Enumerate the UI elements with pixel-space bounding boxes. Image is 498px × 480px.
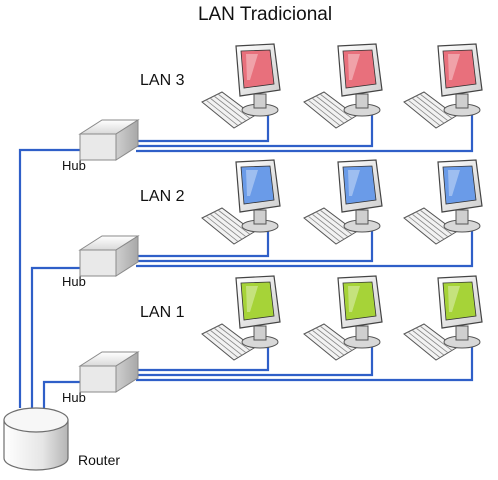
screen xyxy=(442,165,477,205)
diagram-title: LAN Tradicional xyxy=(197,4,333,25)
keyboard-icon xyxy=(303,207,357,245)
monitor-icon xyxy=(337,43,383,117)
screen xyxy=(342,281,377,321)
monitor-icon xyxy=(437,159,483,233)
monitor-icon xyxy=(337,275,383,349)
monitor-icon xyxy=(235,275,281,349)
keyboard-icon xyxy=(303,323,357,361)
computers xyxy=(201,43,483,361)
network-cables xyxy=(18,112,474,408)
cable-hub2-pc3 xyxy=(136,228,474,268)
computer-icon xyxy=(201,43,281,129)
keyboard-icon xyxy=(303,91,357,129)
cable-hub3-pc2 xyxy=(136,112,374,148)
hub-lan3 xyxy=(78,119,140,161)
monitor-icon xyxy=(437,275,483,349)
cable-hub3-pc1 xyxy=(136,112,270,143)
computer-icon xyxy=(403,275,483,361)
monitor-icon xyxy=(337,159,383,233)
keyboard-icon xyxy=(403,91,457,129)
screen xyxy=(240,49,275,89)
computer-icon xyxy=(303,275,383,361)
cable-hub2-pc2 xyxy=(136,228,374,263)
cable-hub1-pc2 xyxy=(136,343,374,377)
computer-icon xyxy=(201,159,281,245)
screen xyxy=(240,281,275,321)
cable-hub2-pc1 xyxy=(136,228,270,258)
hub-lan1 xyxy=(78,351,140,393)
keyboard-icon xyxy=(201,91,255,129)
lan2-label: LAN 2 xyxy=(140,188,185,205)
screen xyxy=(342,49,377,89)
computer-icon xyxy=(403,43,483,129)
cable-router-hub3 xyxy=(18,148,82,408)
hub2-label: Hub xyxy=(62,274,86,289)
monitor-icon xyxy=(235,43,281,117)
lan3-label: LAN 3 xyxy=(140,72,185,89)
lan1-label: LAN 1 xyxy=(140,304,185,321)
cable-hub3-pc3 xyxy=(136,112,474,153)
cable-hub1-pc3 xyxy=(136,343,474,382)
computer-icon xyxy=(303,43,383,129)
screen xyxy=(442,49,477,89)
monitor-icon xyxy=(437,43,483,117)
monitor-icon xyxy=(235,159,281,233)
computer-icon xyxy=(303,159,383,245)
hub-lan2 xyxy=(78,235,140,277)
hub3-label: Hub xyxy=(62,158,86,173)
computer-icon xyxy=(403,159,483,245)
router-label: Router xyxy=(78,452,121,468)
cable-router-hub2 xyxy=(30,266,82,408)
cable-router-hub1 xyxy=(42,380,82,408)
router-icon xyxy=(3,407,69,471)
screen xyxy=(442,281,477,321)
cable-hub1-pc1 xyxy=(136,343,270,372)
screen xyxy=(342,165,377,205)
hub1-label: Hub xyxy=(62,390,86,405)
screen xyxy=(240,165,275,205)
computer-icon xyxy=(201,275,281,361)
